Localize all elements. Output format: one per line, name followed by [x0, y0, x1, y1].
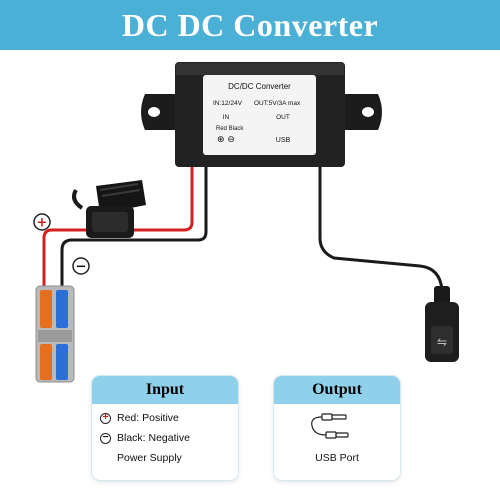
module-input-spec: IN:12/24V — [213, 100, 243, 107]
negative-symbol: − — [76, 260, 87, 275]
minus-circle-icon: − — [100, 432, 111, 444]
input-row-positive: + Red: Positive — [100, 408, 238, 428]
input-row-text: Power Supply — [117, 452, 182, 464]
positive-symbol: + — [37, 216, 48, 231]
wiring — [42, 165, 444, 292]
module-title: DC/DC Converter — [228, 82, 291, 91]
module-wire-colors: Red Black — [216, 126, 244, 132]
lever-connector — [35, 285, 75, 383]
input-row-negative: − Black: Negative — [100, 428, 238, 448]
module-in-label: IN — [223, 114, 230, 121]
usb-connector: ⇋ — [425, 286, 459, 362]
svg-text:⇋: ⇋ — [437, 335, 447, 349]
plus-circle-icon: + — [100, 412, 111, 424]
input-row-text: Red: Positive — [117, 412, 179, 424]
output-card: Output USB Port — [274, 376, 400, 480]
positive-marker: + — [33, 213, 51, 231]
input-row-text: Black: Negative — [117, 432, 190, 444]
fuse-holder — [72, 180, 146, 238]
output-port-label: USB Port — [315, 452, 359, 464]
module-polarity-symbols: ⊕ ⊖ — [217, 135, 235, 145]
module-usb-label: USB — [276, 137, 291, 144]
usb-cable-icon — [311, 413, 349, 439]
page-title: DC DC Converter — [121, 6, 379, 43]
converter-module: DC/DC Converter IN:12/24V OUT:5V/3A max … — [141, 62, 382, 167]
input-card: Input + Red: Positive − Black: Negative … — [92, 376, 238, 480]
title-banner: DC DC Converter — [0, 0, 500, 50]
output-card-title: Output — [274, 376, 400, 404]
module-output-spec: OUT:5V/3A max — [254, 100, 301, 107]
module-out-label: OUT — [276, 114, 290, 121]
negative-marker: − — [72, 257, 90, 275]
input-card-title: Input — [92, 376, 238, 404]
input-row-supply: Power Supply — [100, 448, 238, 468]
